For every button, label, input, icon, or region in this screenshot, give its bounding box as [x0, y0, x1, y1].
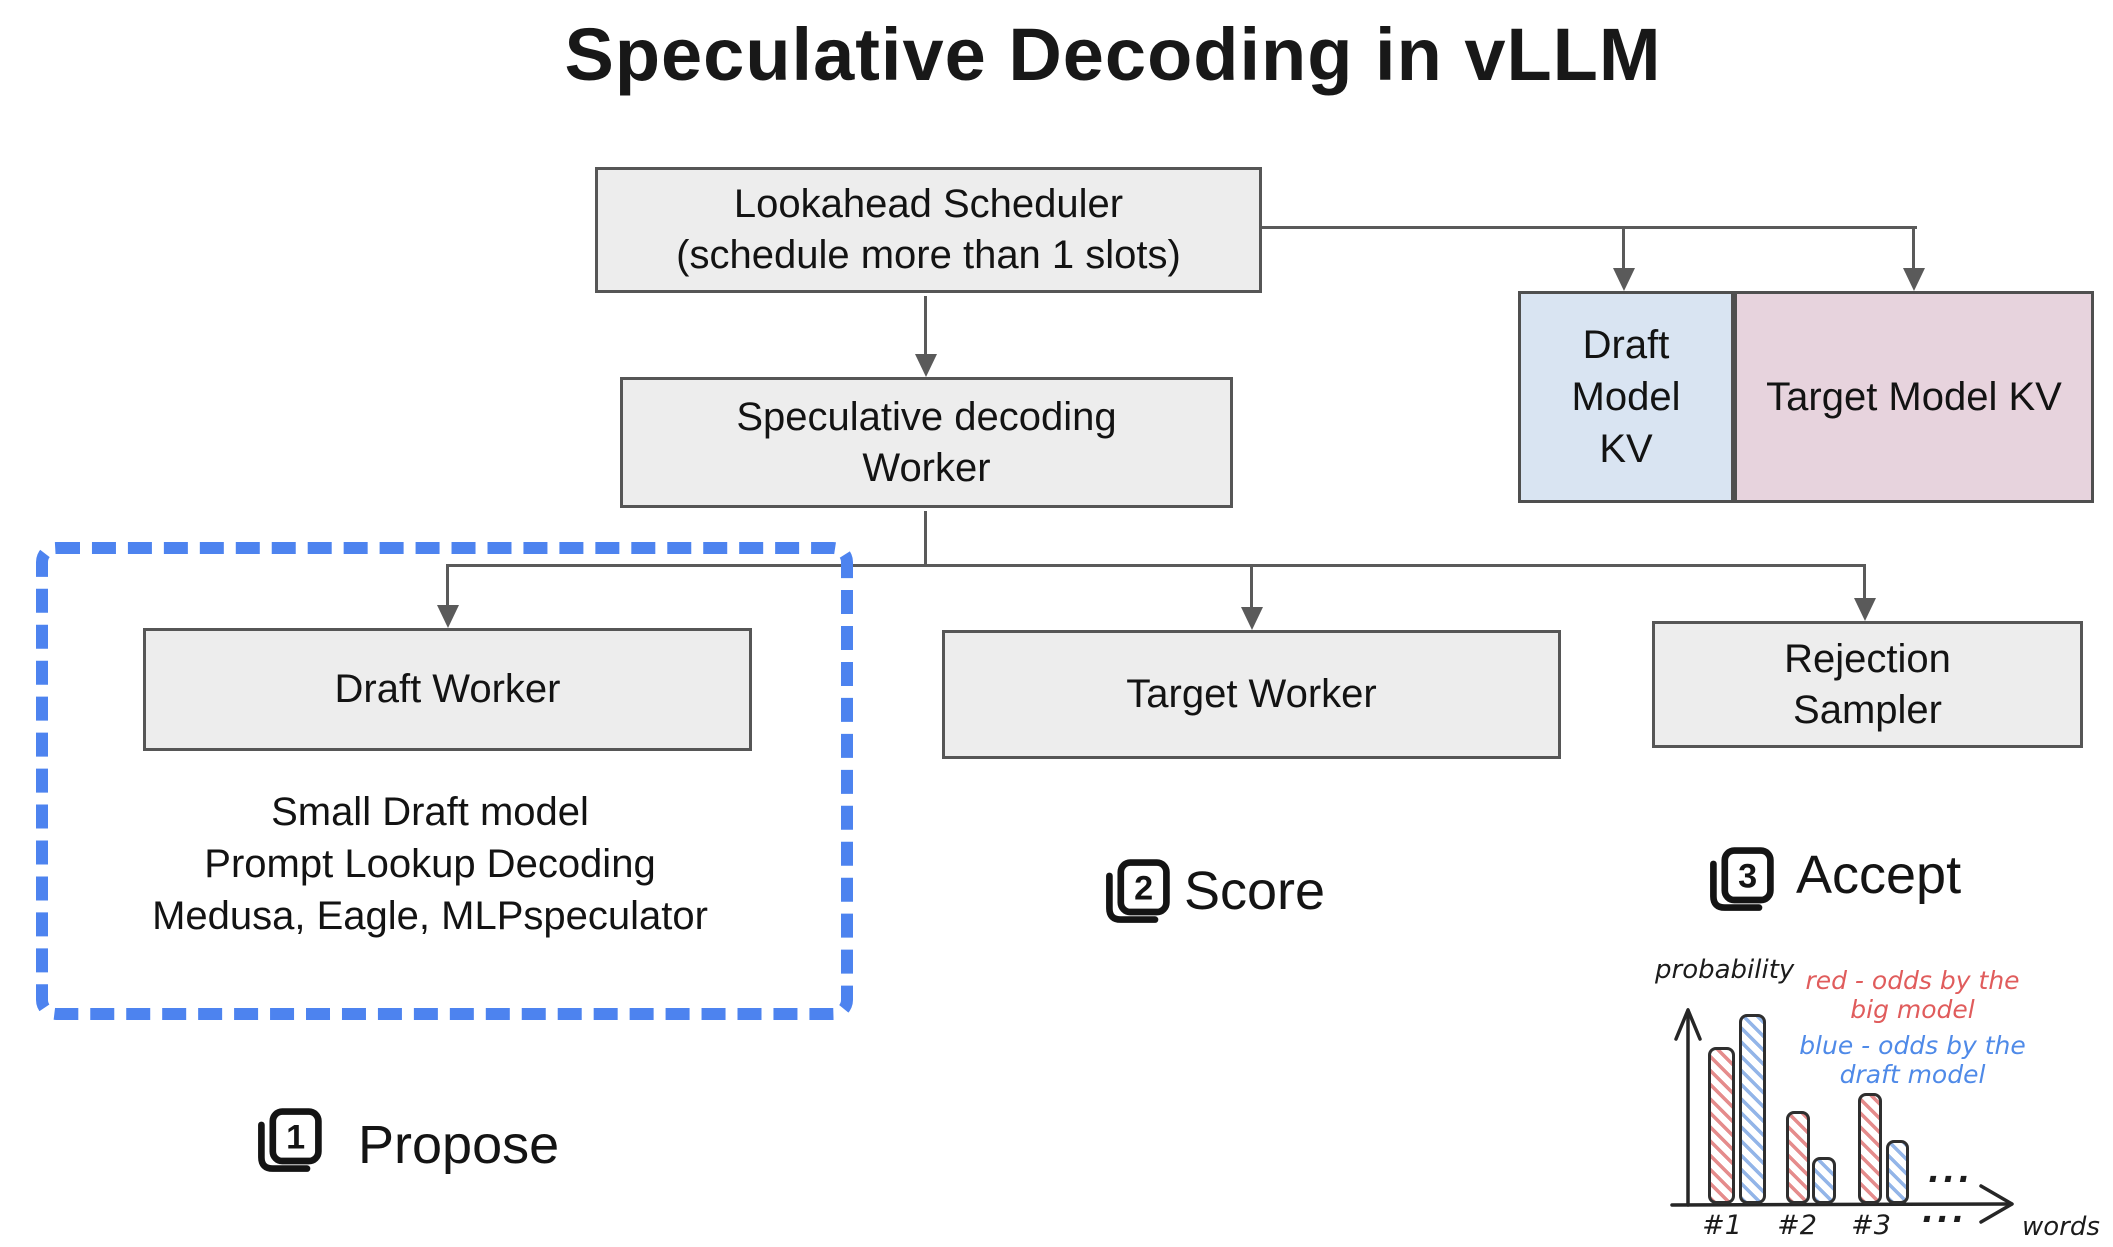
- target-model-kv-box: Target Model KV: [1734, 291, 2094, 503]
- lookahead-scheduler-line2: (schedule more than 1 slots): [676, 233, 1181, 277]
- draft-methods-list: Small Draft model Prompt Lookup Decoding…: [60, 786, 800, 942]
- arrowhead-into-rejection-sampler: [1854, 598, 1876, 621]
- spec-worker-line2: Worker: [862, 445, 991, 490]
- draft-worker-label: Draft Worker: [334, 667, 561, 711]
- target-worker-label: Target Worker: [1126, 672, 1377, 716]
- step-2-label: Score: [1184, 861, 1326, 921]
- connector-drop-rejection-sampler: [1863, 564, 1866, 601]
- step-1-pages-icon: 1: [258, 1108, 322, 1172]
- chart-ellipsis-upper: ...: [1928, 1152, 1974, 1190]
- chart-tick-1: #1: [1702, 1210, 1742, 1241]
- arrowhead-into-draft-kv: [1613, 268, 1635, 291]
- draft-method-3: Medusa, Eagle, MLPspeculator: [152, 894, 708, 938]
- chart-tick-2: #2: [1777, 1210, 1817, 1241]
- chart-legend-blue: blue - odds by the draft model: [1780, 1031, 2045, 1089]
- connector-drop-target-worker: [1250, 564, 1253, 610]
- page-title: Speculative Decoding in vLLM: [564, 13, 1662, 96]
- spec-worker-line1: Speculative decoding: [736, 394, 1117, 439]
- draft-method-1: Small Draft model: [271, 790, 589, 834]
- rejection-sampler-box: Rejection Sampler: [1652, 621, 2083, 748]
- connector-drop-draft-worker: [446, 564, 449, 606]
- chart-xlabel: words: [2022, 1212, 2100, 1242]
- step-3-pages-icon: 3: [1710, 847, 1774, 911]
- step-3-number: 3: [1738, 857, 1757, 895]
- draft-worker-box: Draft Worker: [143, 628, 752, 751]
- chart-legend-red-line2: big model: [1850, 995, 1975, 1024]
- step-1-number: 1: [286, 1118, 305, 1156]
- arrowhead-into-target-kv: [1903, 268, 1925, 291]
- arrowhead-into-specworker: [915, 354, 937, 377]
- connector-scheduler-to-specworker: [924, 296, 927, 356]
- connector-drop-target-kv: [1912, 226, 1915, 270]
- chart-axes: [1670, 1008, 2014, 1224]
- chart-ellipsis-lower: ...: [1922, 1192, 1968, 1230]
- arrowhead-into-draft-worker: [437, 605, 459, 628]
- chart-legend-red: red - odds by the big model: [1790, 966, 2035, 1024]
- lookahead-scheduler-box: Lookahead Scheduler (schedule more than …: [595, 167, 1262, 293]
- connector-drop-draft-kv: [1622, 226, 1625, 270]
- arrowhead-into-target-worker: [1241, 607, 1263, 630]
- bar-blue-word3: [1886, 1140, 1909, 1204]
- target-model-kv-label: Target Model KV: [1766, 375, 2062, 419]
- bar-red-word2: [1786, 1111, 1810, 1204]
- step-3-label: Accept: [1796, 845, 1962, 905]
- step-2-number: 2: [1134, 869, 1153, 907]
- step-2-pages-icon: 2: [1106, 859, 1170, 923]
- draft-model-kv-box: Draft Model KV: [1518, 291, 1734, 503]
- rejection-sampler-label: Rejection Sampler: [1784, 636, 1951, 732]
- chart-legend-blue-line1: blue - odds by the: [1799, 1031, 2026, 1060]
- connector-specworker-to-rail: [924, 511, 927, 566]
- lookahead-scheduler-line1: Lookahead Scheduler: [733, 182, 1124, 226]
- chart-legend-blue-line2: draft model: [1839, 1060, 1986, 1089]
- speculative-decoding-worker-box: Speculative decoding Worker: [620, 377, 1233, 508]
- chart-ylabel: probability: [1655, 955, 1795, 985]
- bar-blue-word2: [1812, 1157, 1836, 1204]
- draft-method-2: Prompt Lookup Decoding: [204, 842, 656, 886]
- chart-tick-3: #3: [1851, 1210, 1891, 1241]
- draft-model-kv-label: Draft Model KV: [1571, 323, 1681, 471]
- bar-red-word1: [1708, 1047, 1735, 1204]
- propose-dashed-region: [36, 542, 853, 1020]
- target-worker-box: Target Worker: [942, 630, 1561, 759]
- step-1-label: Propose: [358, 1115, 560, 1175]
- connector-rail: [446, 564, 1866, 567]
- bar-red-word3: [1858, 1093, 1882, 1204]
- connector-scheduler-to-kv: [1262, 226, 1917, 229]
- bar-blue-word1: [1739, 1014, 1766, 1204]
- chart-legend-red-line1: red - odds by the: [1805, 966, 2020, 995]
